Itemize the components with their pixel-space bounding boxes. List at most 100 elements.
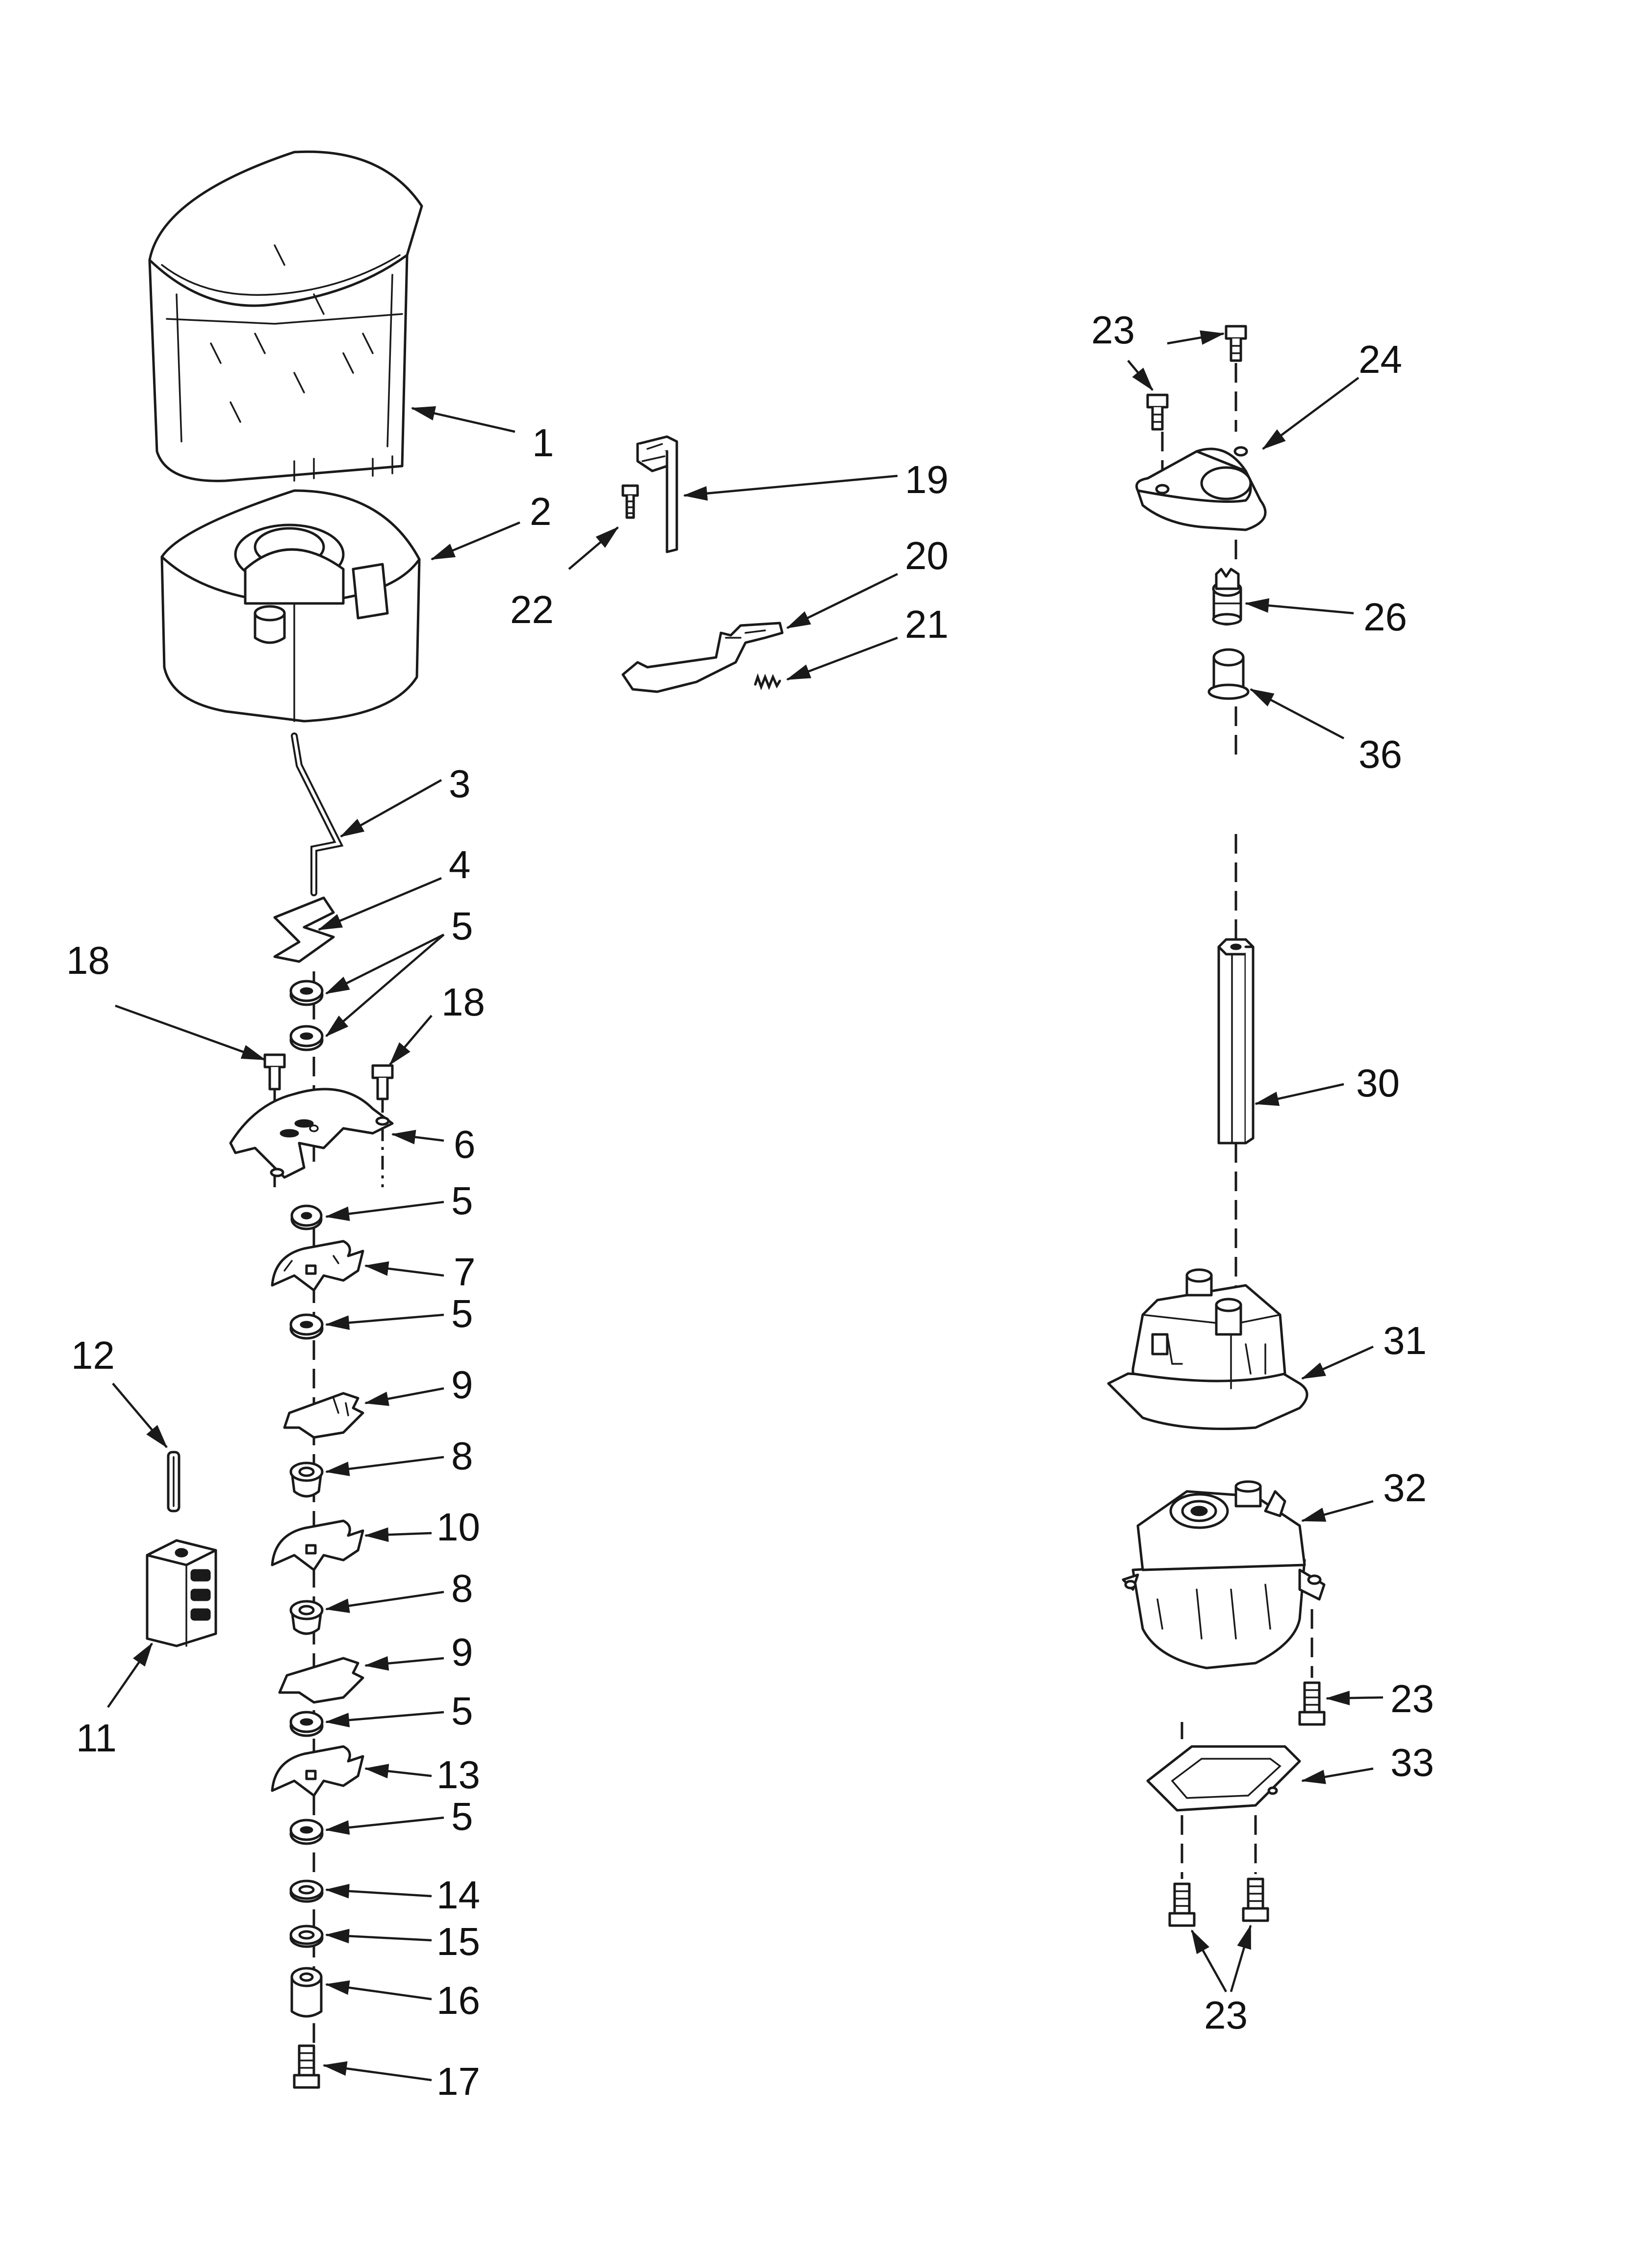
callout-label: 4 (449, 843, 471, 886)
callout-21: 21 (786, 602, 949, 681)
callout-label: 18 (441, 980, 485, 1024)
callout-label: 32 (1383, 1466, 1427, 1510)
callout-11: 11 (76, 1642, 153, 1760)
callout-label: 9 (451, 1630, 473, 1674)
callout-label: 33 (1390, 1741, 1434, 1784)
callout-label: 19 (905, 458, 949, 501)
part-screw (1168, 1882, 1196, 1927)
callout-label: 2 (530, 490, 552, 533)
part-ice-bucket (148, 150, 423, 482)
callout-label: 5 (451, 1795, 473, 1838)
callout-6: 6 (391, 1122, 476, 1166)
callout-label: 18 (66, 938, 110, 982)
callout-31: 31 (1301, 1319, 1427, 1380)
part-auger-motor (1122, 1480, 1326, 1669)
part-screw (371, 1064, 394, 1187)
callout-label: 11 (76, 1716, 117, 1760)
callout-20: 20 (786, 534, 949, 629)
callout-5-c: 5 (325, 1292, 473, 1335)
callout-label: 6 (454, 1122, 476, 1166)
callout-16: 16 (325, 1979, 480, 2022)
callout-23-mid: 23 (1325, 1677, 1434, 1721)
part-auger-rod (291, 732, 344, 896)
callout-1: 1 (410, 406, 554, 465)
part-screw (1242, 1877, 1269, 1922)
callout-15: 15 (325, 1920, 480, 1963)
callout-label: 8 (451, 1566, 473, 1610)
part-shutter-block (146, 1539, 217, 1647)
callout-3: 3 (339, 762, 471, 837)
callout-13: 13 (364, 1753, 480, 1797)
part-coupling (1212, 568, 1242, 626)
part-gasket (1146, 1745, 1301, 1812)
part-washer (289, 1025, 324, 1051)
part-ice-bin-housing (160, 489, 421, 723)
callout-9-b: 9 (364, 1630, 473, 1674)
callout-7: 7 (364, 1250, 476, 1294)
part-cutter-blade (271, 1240, 364, 1292)
part-flat-washer (289, 1879, 324, 1903)
part-screw (1225, 325, 1247, 362)
callout-8-b: 8 (325, 1566, 473, 1613)
part-washer (289, 1711, 324, 1737)
part-blade (278, 1657, 364, 1704)
callout-label: 23 (1204, 1993, 1248, 2037)
part-motor-cover (1107, 1268, 1308, 1430)
callout-label: 21 (905, 602, 949, 646)
callout-18-right: 18 (389, 980, 485, 1066)
part-pin (167, 1451, 180, 1512)
callout-24: 24 (1262, 338, 1402, 450)
callout-23-top: 23 (1091, 308, 1225, 391)
callout-22: 22 (510, 526, 619, 631)
part-screw (1298, 1681, 1326, 1726)
callout-label: 14 (436, 1873, 480, 1917)
callout-label: 36 (1359, 732, 1402, 776)
callout-label: 12 (71, 1333, 115, 1377)
callout-18-left: 18 (66, 938, 266, 1061)
callout-9-a: 9 (364, 1363, 473, 1407)
part-spacer (289, 1600, 324, 1635)
callout-5-e: 5 (325, 1795, 473, 1838)
callout-5-b: 5 (325, 1179, 473, 1223)
callout-17: 17 (322, 2059, 480, 2103)
screw-axis (1161, 363, 1237, 471)
part-cutter-blade (271, 1745, 364, 1797)
callout-label: 5 (451, 1292, 473, 1335)
part-bushing (1207, 648, 1250, 700)
part-motor-bracket (1135, 446, 1267, 531)
callout-2: 2 (430, 490, 552, 561)
part-lever (621, 622, 784, 693)
part-bracket (273, 896, 335, 963)
callout-label: 5 (451, 1179, 473, 1223)
callout-label: 3 (449, 762, 471, 806)
callout-23-bottom: 23 (1191, 1924, 1252, 2037)
callout-label: 22 (510, 588, 554, 631)
callout-label: 31 (1383, 1319, 1427, 1362)
part-auger-shaft (1217, 938, 1255, 1145)
part-flat-washer (289, 1925, 324, 1948)
part-screw (1146, 393, 1169, 431)
part-bushing (290, 1967, 323, 2018)
callout-label: 1 (532, 421, 554, 465)
callout-8-a: 8 (325, 1434, 473, 1478)
part-washer (289, 1313, 324, 1340)
callout-label: 16 (436, 1979, 480, 2022)
callout-label: 23 (1091, 308, 1135, 352)
gasket-axis (1180, 1722, 1257, 1879)
callout-label: 13 (436, 1753, 480, 1797)
callout-label: 24 (1359, 338, 1402, 381)
part-screw (621, 484, 639, 519)
callout-26: 26 (1244, 595, 1407, 639)
callout-label: 26 (1363, 595, 1407, 639)
callout-label: 10 (436, 1505, 480, 1549)
callout-label: 17 (436, 2059, 480, 2103)
callout-label: 30 (1356, 1061, 1400, 1105)
callout-12: 12 (71, 1333, 168, 1448)
part-spacer (289, 1461, 324, 1498)
callout-label: 5 (451, 904, 473, 948)
callout-10: 10 (364, 1505, 480, 1549)
callout-label: 9 (451, 1363, 473, 1407)
part-spring (754, 673, 781, 691)
part-door-bracket (636, 435, 678, 553)
part-washer (289, 1819, 324, 1845)
